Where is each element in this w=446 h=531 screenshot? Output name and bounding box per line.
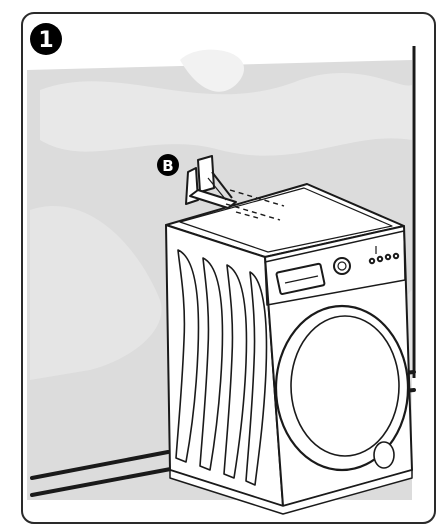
washing-machine-illustration (166, 184, 412, 514)
callout-badge: B (157, 154, 179, 176)
step-number: 1 (38, 28, 53, 53)
step-number-badge: 1 (30, 23, 62, 55)
callout-letter: B (162, 157, 173, 175)
